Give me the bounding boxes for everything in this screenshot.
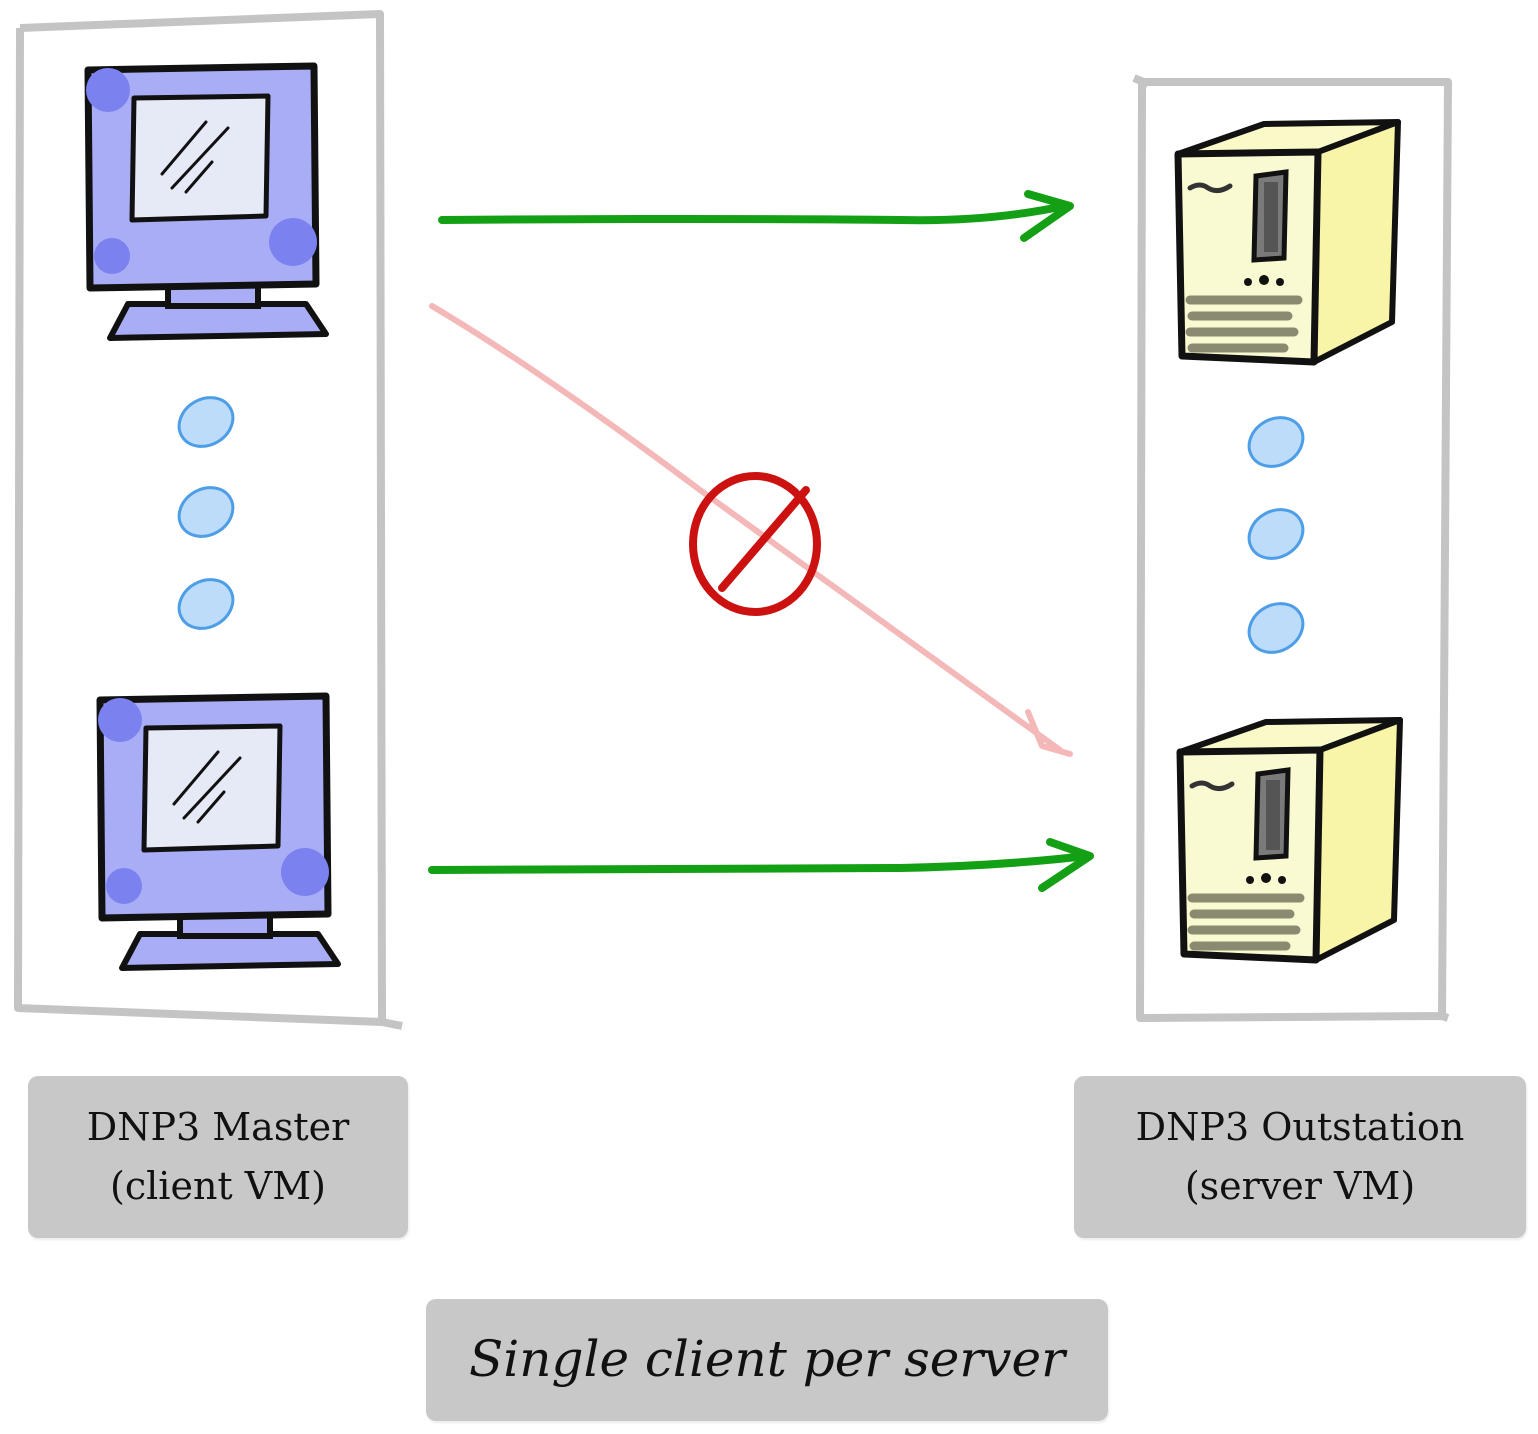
outstation-2-server-tower-icon — [1180, 720, 1400, 960]
outstation-1-server-tower-icon — [1178, 122, 1398, 362]
allowed-connection-arrow-2 — [428, 838, 1094, 892]
outstation-ellipsis-dot-icon — [1238, 498, 1314, 570]
caption-box: Single client per server — [426, 1299, 1108, 1421]
master-2-computer-monitor-icon — [98, 696, 338, 968]
blocked-connection-arrow — [429, 303, 1073, 757]
caption-text: Single client per server — [469, 1330, 1065, 1389]
master-group-frame — [14, 10, 403, 1030]
no-entry-icon — [689, 472, 821, 616]
master-label-subtitle: (client VM) — [110, 1164, 326, 1208]
master-label-title: DNP3 Master — [86, 1105, 350, 1150]
master-ellipsis-dot-icon — [168, 476, 244, 548]
outstation-ellipsis-dot-icon — [1238, 406, 1314, 478]
outstation-label-subtitle: (server VM) — [1184, 1164, 1416, 1208]
outstation-label-title: DNP3 Outstation — [1135, 1105, 1465, 1150]
master-label: DNP3 Master (client VM) — [28, 1076, 408, 1238]
outstation-group-frame — [1132, 74, 1452, 1022]
outstation-label: DNP3 Outstation (server VM) — [1074, 1076, 1526, 1238]
outstation-ellipsis-dot-icon — [1238, 592, 1314, 664]
master-ellipsis-dot-icon — [168, 386, 244, 458]
master-1-computer-monitor-icon — [86, 66, 326, 338]
master-ellipsis-dot-icon — [168, 568, 244, 640]
allowed-connection-arrow-1 — [438, 190, 1074, 242]
